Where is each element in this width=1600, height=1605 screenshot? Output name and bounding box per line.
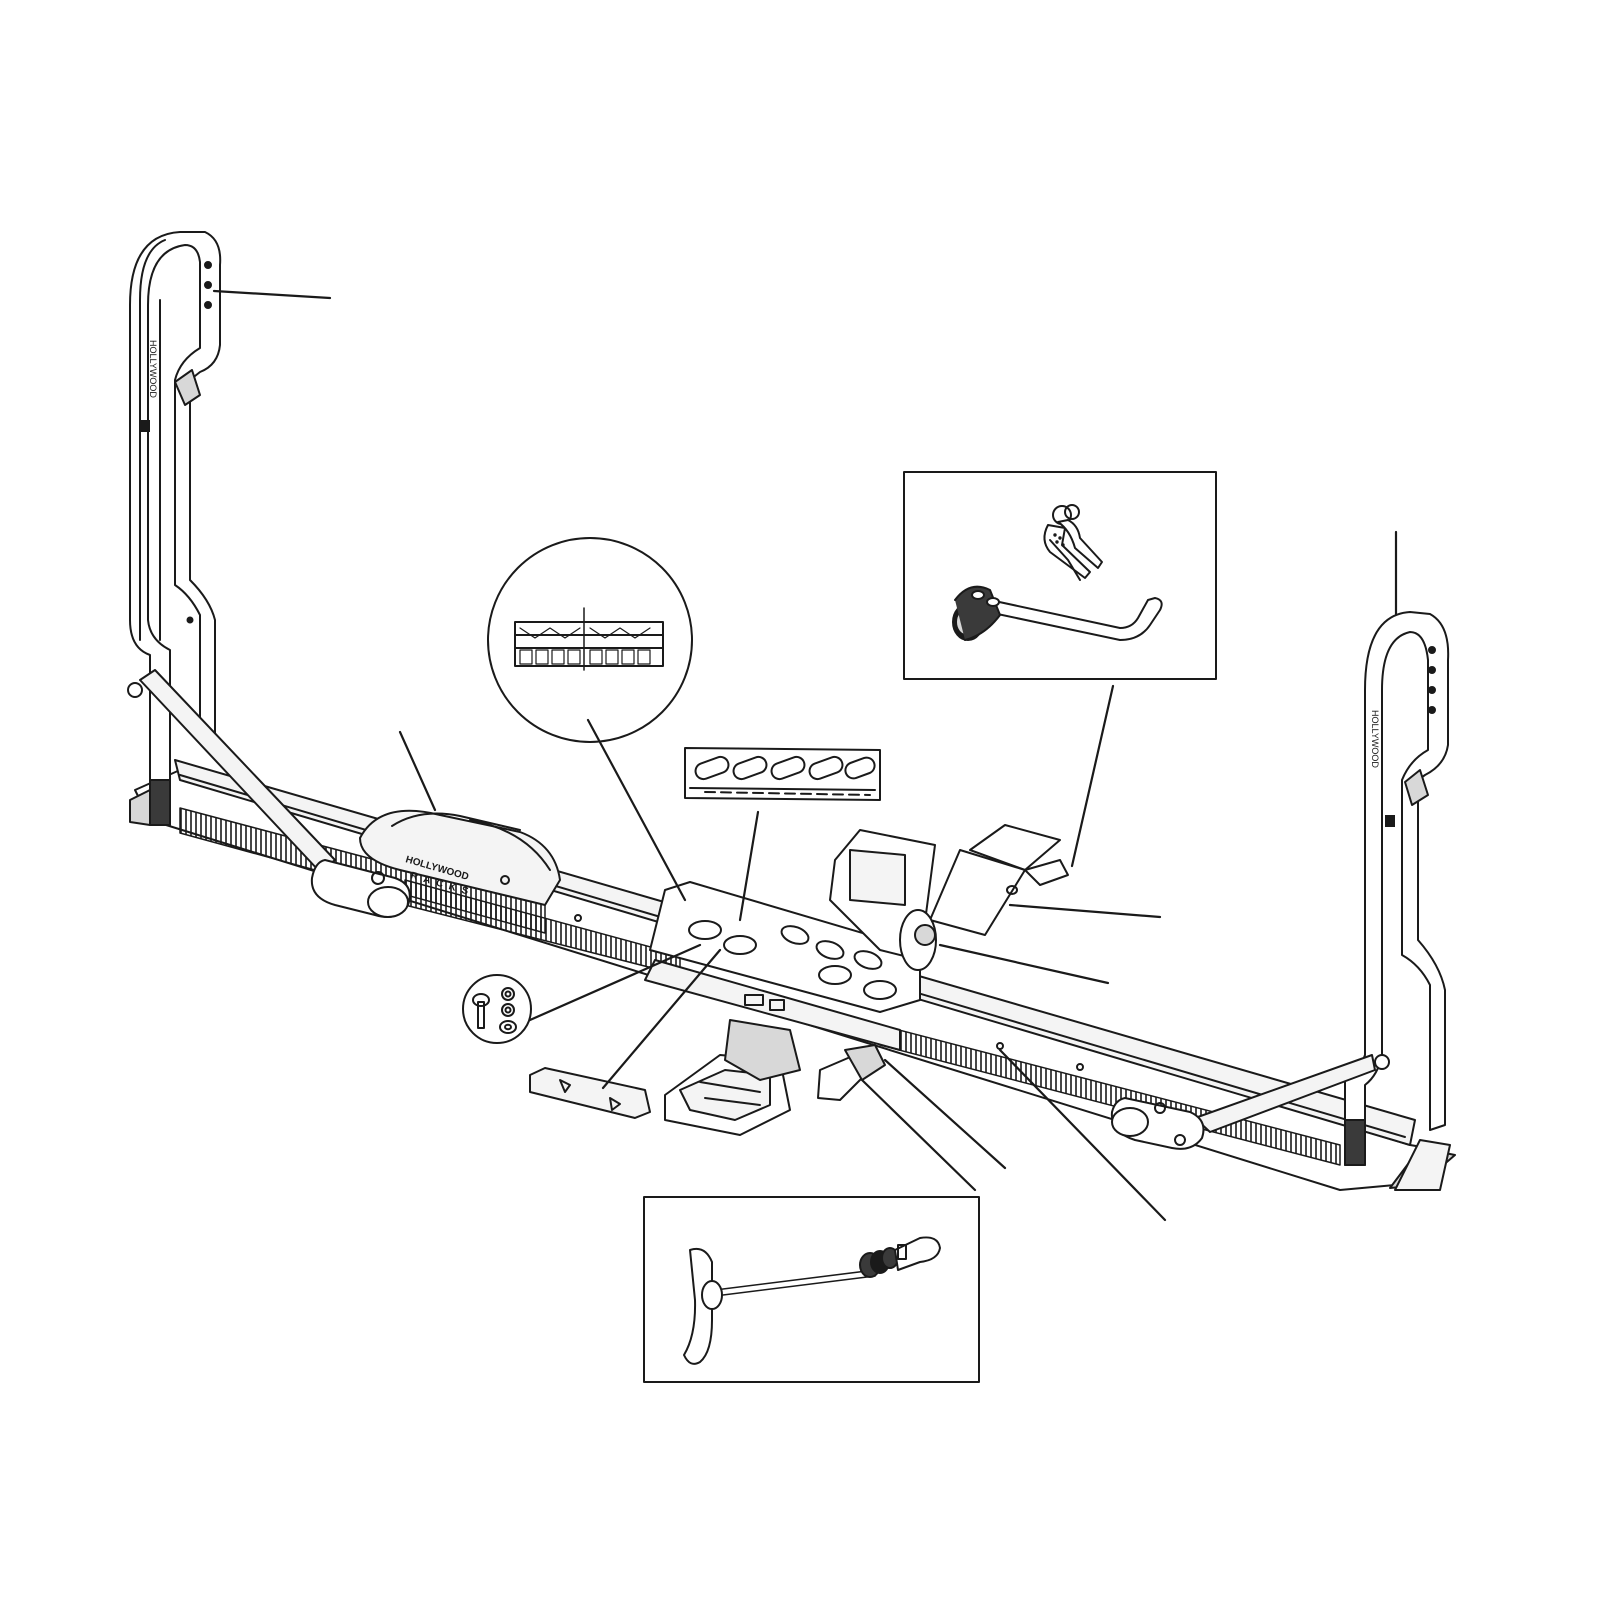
right-arm-text: HOLLYWOOD <box>1370 710 1380 768</box>
adjustment-plate-detail <box>684 747 881 801</box>
leader-lines <box>212 289 1398 1222</box>
rail-clip <box>529 1067 651 1119</box>
right-upright-arm: HOLLYWOOD <box>1194 611 1451 1191</box>
pivot-knob <box>817 1044 886 1101</box>
adjustment-plate <box>644 881 921 1051</box>
left-strap-knob <box>310 859 411 918</box>
hitch-receiver <box>829 824 1069 971</box>
bolt-hardware-detail <box>462 974 532 1044</box>
bracket-detail-circle <box>487 537 693 743</box>
hitch-insert <box>664 1019 801 1136</box>
anti-wobble-pin-detail <box>643 1196 980 1383</box>
left-arm-text: HOLLYWOOD <box>148 340 158 398</box>
lock-and-keys-detail <box>903 471 1217 680</box>
left-upright-arm: HOLLYWOOD <box>127 231 336 873</box>
right-strap-knob <box>1110 1097 1205 1150</box>
